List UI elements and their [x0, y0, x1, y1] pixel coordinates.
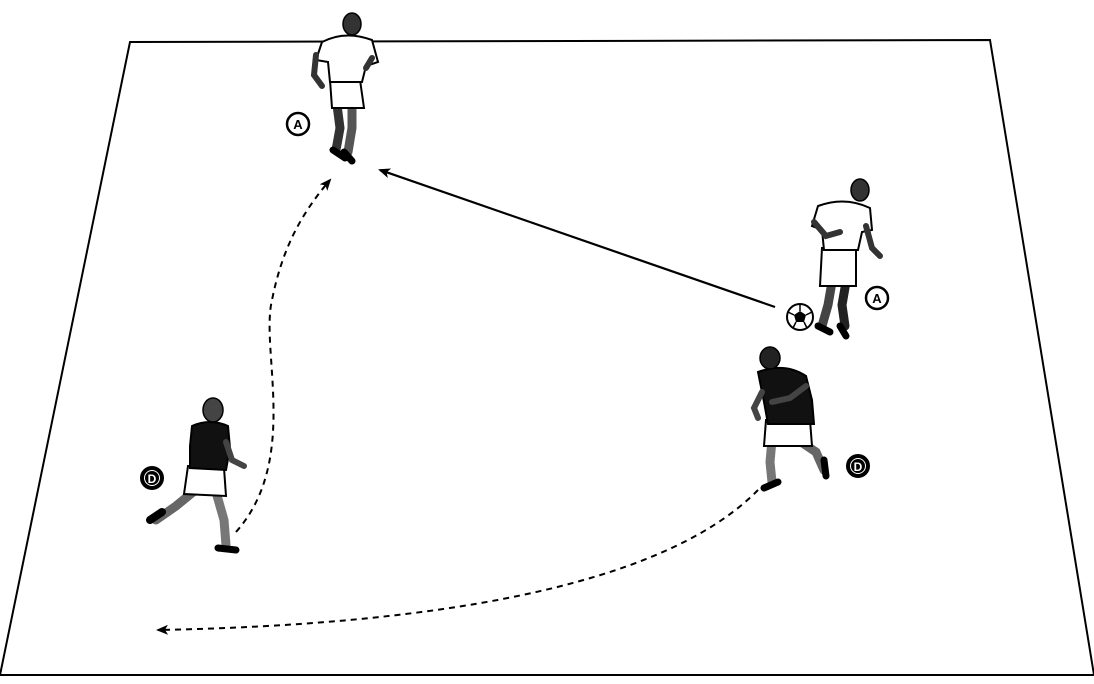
label-badge-defender-right: D [846, 454, 870, 478]
label-badge-attacker-top: A [285, 111, 311, 137]
player-attacker-top [310, 12, 380, 165]
label-attacker-top: A [293, 117, 303, 132]
defender-right-run-arrow [156, 489, 759, 635]
field-boundary [0, 38, 1094, 676]
label-badge-defender-left: D [140, 466, 164, 490]
label-defender-left: D [148, 472, 157, 486]
player-attacker-right [810, 178, 883, 340]
label-badge-attacker-right: A [864, 285, 890, 311]
label-defender-right: D [854, 460, 863, 474]
defender-left-run-arrow [235, 178, 332, 533]
player-defender-left [146, 397, 247, 554]
label-attacker-right: A [872, 291, 882, 306]
pass-arrow [378, 168, 776, 309]
ball [786, 303, 814, 331]
player-defender-right [750, 346, 830, 492]
